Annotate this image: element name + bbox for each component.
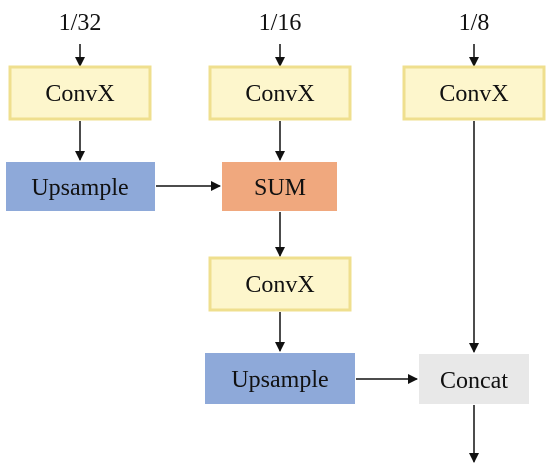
convx-block-1-16: ConvX — [208, 65, 352, 121]
convx-block-1-32: ConvX — [8, 65, 152, 121]
convx-label: ConvX — [439, 81, 508, 107]
upsample-label: Upsample — [31, 175, 128, 201]
scale-label-1-8: 1/8 — [459, 10, 490, 36]
sum-label: SUM — [254, 175, 306, 201]
upsample-block-2: Upsample — [205, 353, 355, 404]
concat-block: Concat — [419, 354, 529, 404]
concat-label: Concat — [440, 368, 508, 394]
convx-block-1-8: ConvX — [402, 65, 546, 121]
upsample-label: Upsample — [231, 367, 328, 393]
convx-label: ConvX — [45, 81, 114, 107]
sum-block: SUM — [222, 162, 337, 211]
scale-label-1-32: 1/32 — [59, 10, 102, 36]
scale-label-1-16: 1/16 — [259, 10, 302, 36]
convx-label: ConvX — [245, 272, 314, 298]
upsample-block-1: Upsample — [6, 162, 155, 211]
convx-block-mid: ConvX — [208, 256, 352, 312]
convx-label: ConvX — [245, 81, 314, 107]
